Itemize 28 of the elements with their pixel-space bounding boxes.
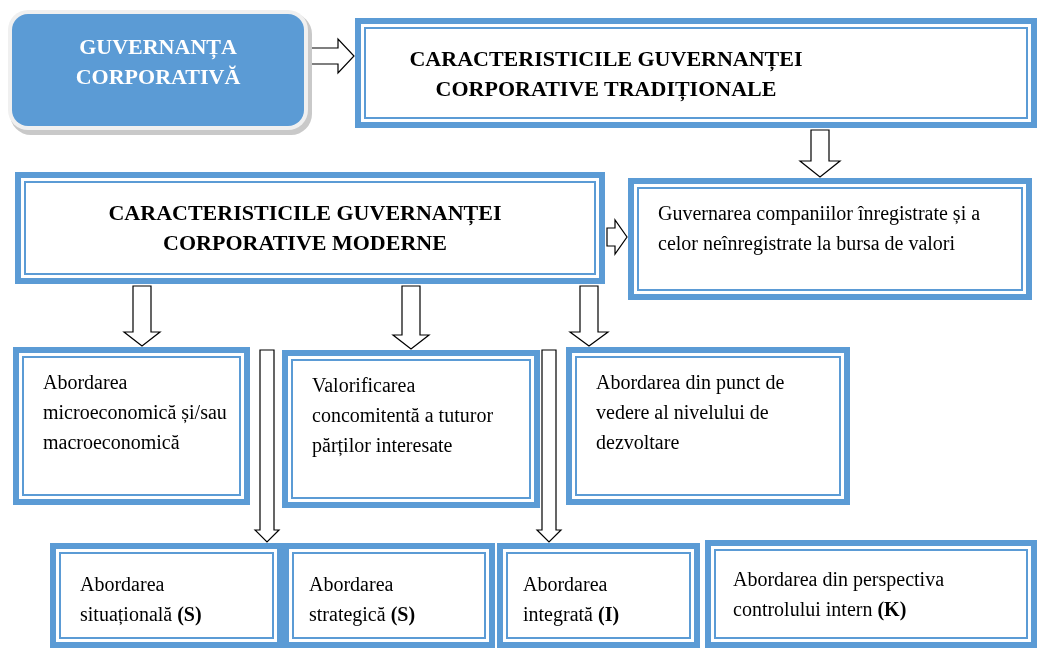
box-text: Valorificarea concomitentă a tuturor părților interesate bbox=[312, 373, 495, 459]
process-box bbox=[13, 347, 250, 505]
heading-box bbox=[355, 18, 1037, 128]
box-text: Abordarea situațională (S) bbox=[80, 572, 203, 627]
box-text: Abordarea microeconomică și/sau macroeconomică bbox=[43, 370, 228, 455]
box-text: Abordarea strategică (S) bbox=[309, 572, 417, 628]
process-box bbox=[566, 347, 850, 505]
box-heading: GUVERNANȚA CORPORATIVĂ bbox=[74, 33, 242, 91]
block-arrow bbox=[568, 285, 610, 347]
process-box bbox=[628, 178, 1032, 300]
heading-box bbox=[15, 172, 605, 284]
block-arrow bbox=[798, 129, 842, 178]
box-heading: CARACTERISTICILE GUVERNANȚEI CORPORATIVE TRADIȚIONALE bbox=[408, 45, 804, 103]
block-arrow bbox=[253, 349, 281, 543]
box-text: Abordarea din perspectiva controlului intern (K) bbox=[733, 567, 945, 623]
process-box bbox=[705, 540, 1037, 648]
box-text: Abordarea din punct de vedere al nivelului de dezvoltare bbox=[596, 370, 786, 455]
box-heading: CARACTERISTICILE GUVERNANȚEI CORPORATIVE MODERNE bbox=[107, 199, 503, 257]
block-arrow bbox=[535, 349, 563, 543]
block-arrow bbox=[122, 285, 162, 347]
block-arrow bbox=[606, 218, 628, 256]
process-box bbox=[282, 350, 540, 508]
box-text: Abordarea integrată (I) bbox=[523, 572, 621, 628]
box-text: Guvernarea companiilor înregistrate și a celor neînregistrate la bursa de valori bbox=[658, 201, 982, 257]
process-box bbox=[497, 543, 700, 648]
block-arrow bbox=[391, 285, 431, 350]
process-box bbox=[50, 543, 283, 648]
process-box bbox=[283, 543, 495, 648]
